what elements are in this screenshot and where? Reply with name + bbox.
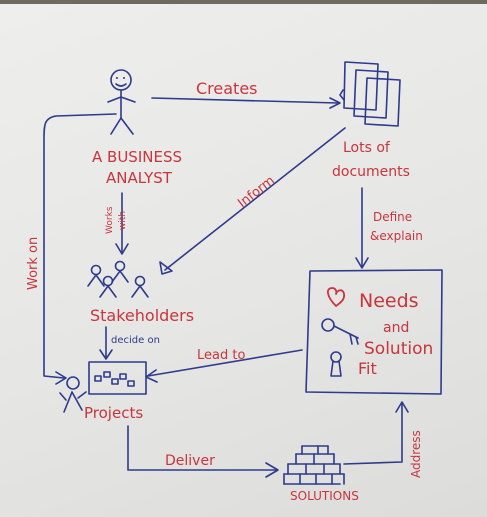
keyhole-icon <box>330 351 342 377</box>
analyst-label-line1: A BUSINESS <box>92 148 182 166</box>
needs-label: Needs <box>359 290 419 312</box>
documents-stack-icon <box>339 61 401 127</box>
and-label: and <box>383 320 409 336</box>
address-label: Address <box>409 430 423 478</box>
analyst-label-line2: ANALYST <box>106 169 173 187</box>
key-icon <box>321 318 359 345</box>
define-explain-line2: &explain <box>370 229 423 243</box>
deliver-label: Deliver <box>165 453 215 469</box>
creates-arrow <box>151 97 339 104</box>
work-on-label: Work on <box>26 237 41 290</box>
decide-on-label: decide on <box>111 335 160 346</box>
address-arrow <box>343 403 403 465</box>
lead-to-arrow <box>147 349 303 377</box>
works-with-line1: Works <box>105 206 115 234</box>
documents-label-line1: Lots of <box>343 140 391 156</box>
stakeholders-group-icon <box>87 260 149 298</box>
solution-label: Solution <box>364 339 433 359</box>
documents-label-line2: documents <box>332 164 410 180</box>
define-explain-line1: Define <box>373 210 412 224</box>
solutions-bricks-icon <box>283 445 345 485</box>
heart-icon <box>327 287 346 307</box>
projects-label: Projects <box>84 404 143 422</box>
inform-arrow <box>164 127 346 271</box>
deliver-arrow <box>127 425 277 471</box>
solutions-label: SOLUTIONS <box>290 489 359 503</box>
needs-box <box>305 269 443 395</box>
fit-label: Fit <box>358 359 377 378</box>
lead-to-label: Lead to <box>197 348 245 363</box>
project-manager-icon <box>59 376 87 413</box>
project-board-icon <box>88 361 147 395</box>
inform-label: Inform <box>235 173 278 211</box>
work-on-arrow <box>43 113 117 379</box>
paper-background <box>0 4 487 517</box>
documents-label: Lots of documents <box>332 140 410 180</box>
define-explain-label: Define &explain <box>370 210 423 243</box>
analyst-label: A BUSINESS ANALYST <box>92 148 187 187</box>
analyst-figure-icon <box>107 69 136 135</box>
works-with-line2: with <box>118 211 128 230</box>
creates-label: Creates <box>196 79 258 98</box>
stakeholders-label: Stakeholders <box>90 306 194 325</box>
